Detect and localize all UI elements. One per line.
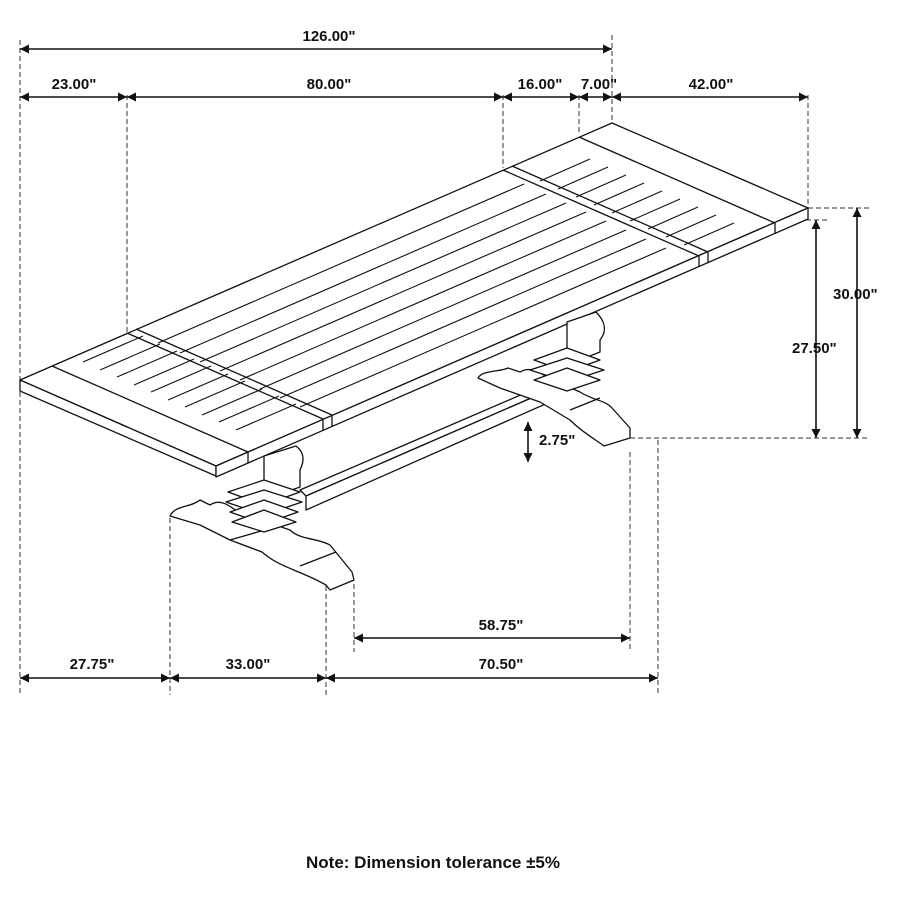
main-top-label: 80.00": [306, 76, 352, 93]
total-height-label: 30.00": [833, 286, 878, 303]
extension-lines: [19, 35, 870, 695]
base-length-label: 70.50": [478, 656, 524, 673]
bottom-left-offset-label: 27.75": [69, 656, 115, 673]
stretcher-height-label: 2.75": [539, 432, 576, 449]
overall-length-label: 126.00": [302, 28, 356, 45]
tabletop: [19, 122, 809, 478]
apron-clearance-label: 27.50": [792, 340, 837, 357]
right-edge-offset-label: 7.00": [580, 76, 618, 93]
dimension-lines: [20, 44, 862, 683]
left-leaf-label: 23.00": [51, 76, 97, 93]
foot-length-label: 33.00": [225, 656, 271, 673]
trestle-base: [169, 311, 631, 591]
depth-label: 42.00": [688, 76, 734, 93]
right-leaf-label: 16.00": [517, 76, 563, 93]
stretcher-span-label: 58.75": [478, 617, 524, 634]
tolerance-note: Note: Dimension tolerance ±5%: [306, 853, 560, 872]
plank-lines: [82, 158, 735, 431]
